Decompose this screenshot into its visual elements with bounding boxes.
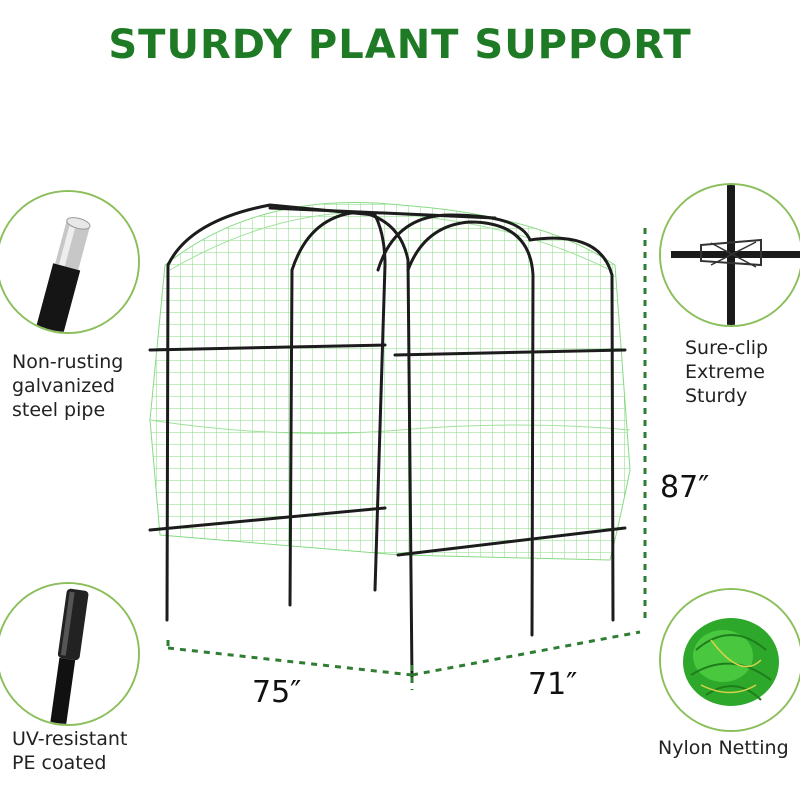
galvanized-pipe-icon	[0, 192, 138, 332]
clip-icon	[661, 185, 800, 325]
nylon-netting-label: Nylon Netting	[658, 737, 789, 759]
netting-bundle-icon	[661, 590, 800, 730]
width-dimension: 75″	[252, 675, 302, 710]
pe-coated-circle	[0, 582, 140, 726]
pe-coated-label: UV-resistant PE coated	[12, 728, 128, 774]
coated-pipe-icon	[0, 584, 138, 724]
depth-dimension: 71″	[528, 667, 578, 702]
trellis-frame	[148, 203, 627, 682]
sure-clip-circle	[659, 183, 800, 327]
height-dimension: 87″	[660, 470, 710, 505]
nylon-netting-circle	[659, 588, 800, 732]
steel-pipe-circle	[0, 190, 140, 334]
netting	[149, 202, 631, 561]
sure-clip-label: Sure-clip Extreme Sturdy	[685, 337, 769, 407]
steel-pipe-label: Non-rusting galvanized steel pipe	[12, 351, 124, 421]
dimension-lines	[166, 228, 647, 690]
page-title: STURDY PLANT SUPPORT	[108, 22, 692, 68]
